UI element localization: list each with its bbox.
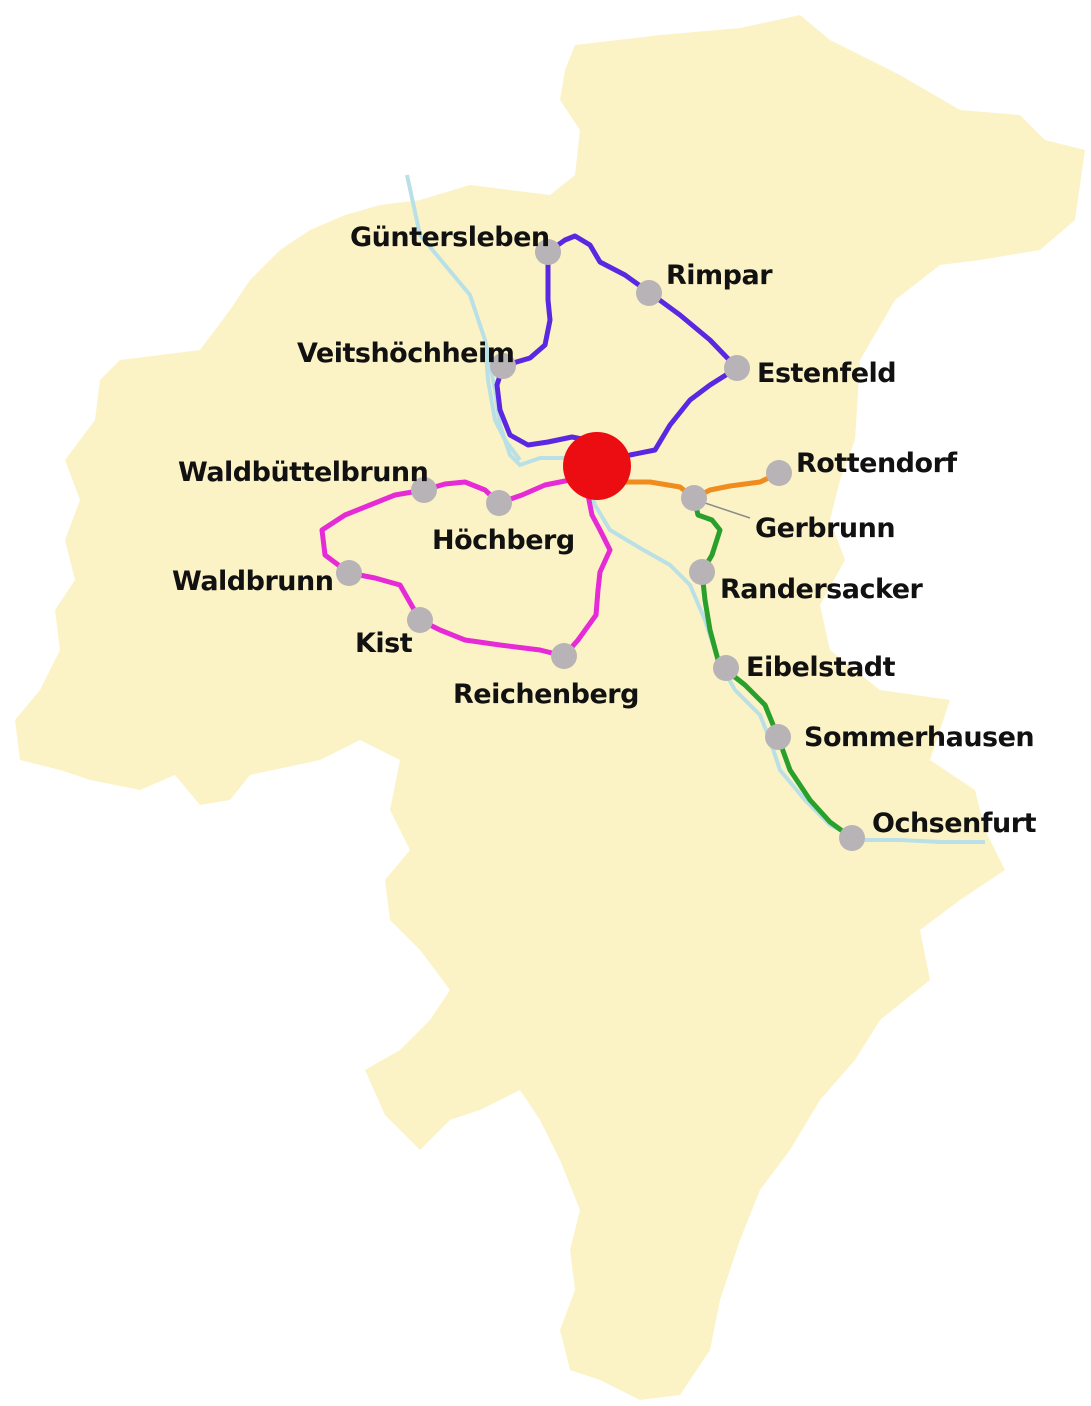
label-ochsenfurt: Ochsenfurt <box>872 808 1037 839</box>
stop-hoechberg <box>486 490 512 516</box>
stop-ochsenfurt <box>839 825 865 851</box>
label-gerbrunn: Gerbrunn <box>755 513 895 544</box>
stop-rottendorf <box>766 460 792 486</box>
label-reichenberg: Reichenberg <box>453 679 639 710</box>
stop-estenfeld <box>724 355 750 381</box>
label-veitshoechheim: Veitshöchheim <box>297 338 514 369</box>
label-randersacker: Randersacker <box>720 574 924 605</box>
label-rottendorf: Rottendorf <box>796 448 957 479</box>
label-hoechberg: Höchberg <box>432 525 575 556</box>
river-tributary <box>483 339 522 462</box>
stop-guentersleben <box>535 239 561 265</box>
stop-reichenberg <box>551 643 577 669</box>
stop-waldbuettelbrunn <box>411 477 437 503</box>
route-west-loop <box>319 477 613 659</box>
district-area <box>15 15 1085 1400</box>
stop-gerbrunn <box>681 485 707 511</box>
stop-randersacker <box>689 559 715 585</box>
label-guentersleben: Güntersleben <box>350 222 550 253</box>
stop-veitshoechheim <box>490 353 516 379</box>
stop-kist <box>407 607 433 633</box>
hub-wuerzburg <box>563 432 631 500</box>
stops <box>336 239 865 851</box>
label-sommerhausen: Sommerhausen <box>804 722 1034 753</box>
stop-sommerhausen <box>765 724 791 750</box>
label-rimpar: Rimpar <box>666 260 773 291</box>
label-waldbuettelbrunn: Waldbüttelbrunn <box>178 457 428 488</box>
label-waldbrunn: Waldbrunn <box>172 566 333 597</box>
stop-rimpar <box>636 280 662 306</box>
label-kist: Kist <box>355 628 413 659</box>
label-estenfeld: Estenfeld <box>757 358 896 389</box>
label-eibelstadt: Eibelstadt <box>746 652 896 683</box>
stop-waldbrunn <box>336 560 362 586</box>
stop-eibelstadt <box>713 655 739 681</box>
